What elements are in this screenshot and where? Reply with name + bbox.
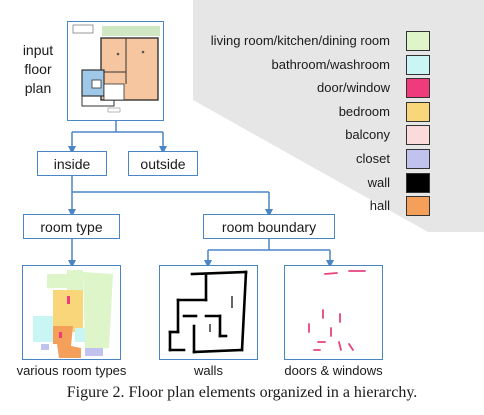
room-boundary-label: room boundary (221, 218, 317, 235)
legend-swatch (406, 101, 430, 122)
legend-row: balcony (175, 125, 484, 146)
input-floor-plan-label-text: input floor plan (22, 42, 54, 96)
figure-caption: Figure 2. Floor plan elements organized … (0, 384, 484, 402)
walls-label: walls (159, 363, 258, 378)
outside-box: outside (128, 151, 198, 176)
legend-swatch (406, 31, 430, 51)
legend-row: wall (175, 172, 484, 193)
doors-windows-label: doors & windows (274, 363, 393, 378)
legend-label: living room/kitchen/dining room (210, 33, 390, 48)
figure-caption-text: Figure 2. Floor plan elements organized … (66, 384, 418, 401)
room-type-label: room type (40, 218, 103, 235)
legend-row: bedroom (175, 101, 484, 122)
legend-row: door/window (175, 78, 484, 99)
legend-swatch (406, 172, 430, 193)
input-floor-plan-image (67, 21, 164, 121)
legend-label: bedroom (338, 103, 390, 119)
legend-swatch (406, 78, 430, 99)
legend-label: balcony (345, 127, 390, 143)
legend-row: living room/kitchen/dining room (175, 31, 484, 51)
legend-label: hall (369, 198, 390, 214)
input-floor-plan-label: input floor plan (12, 41, 64, 98)
room-boundary-box: room boundary (203, 214, 335, 239)
legend-swatch (406, 125, 430, 146)
legend-row: closet (175, 149, 484, 169)
legend-swatch (406, 149, 430, 169)
room-types-label: various room types (0, 363, 143, 378)
doors-windows-label-text: doors & windows (284, 363, 383, 378)
inside-box: inside (37, 151, 107, 176)
room-types-image (22, 265, 121, 360)
legend-label: wall (367, 174, 390, 190)
legend-label: closet (356, 151, 390, 166)
legend-swatch (406, 196, 430, 217)
legend-label: door/window (317, 80, 390, 96)
walls-label-text: walls (194, 363, 223, 378)
legend-label: bathroom/washroom (271, 56, 391, 72)
doors-windows-image (284, 265, 383, 360)
room-type-box: room type (23, 214, 120, 239)
room-types-label-text: various room types (16, 363, 127, 378)
inside-label: inside (53, 155, 91, 172)
legend-row: bathroom/washroom (175, 54, 484, 75)
legend-row: hall (175, 196, 484, 217)
outside-label: outside (140, 155, 186, 172)
walls-image (159, 265, 258, 360)
legend-swatch (406, 54, 430, 75)
